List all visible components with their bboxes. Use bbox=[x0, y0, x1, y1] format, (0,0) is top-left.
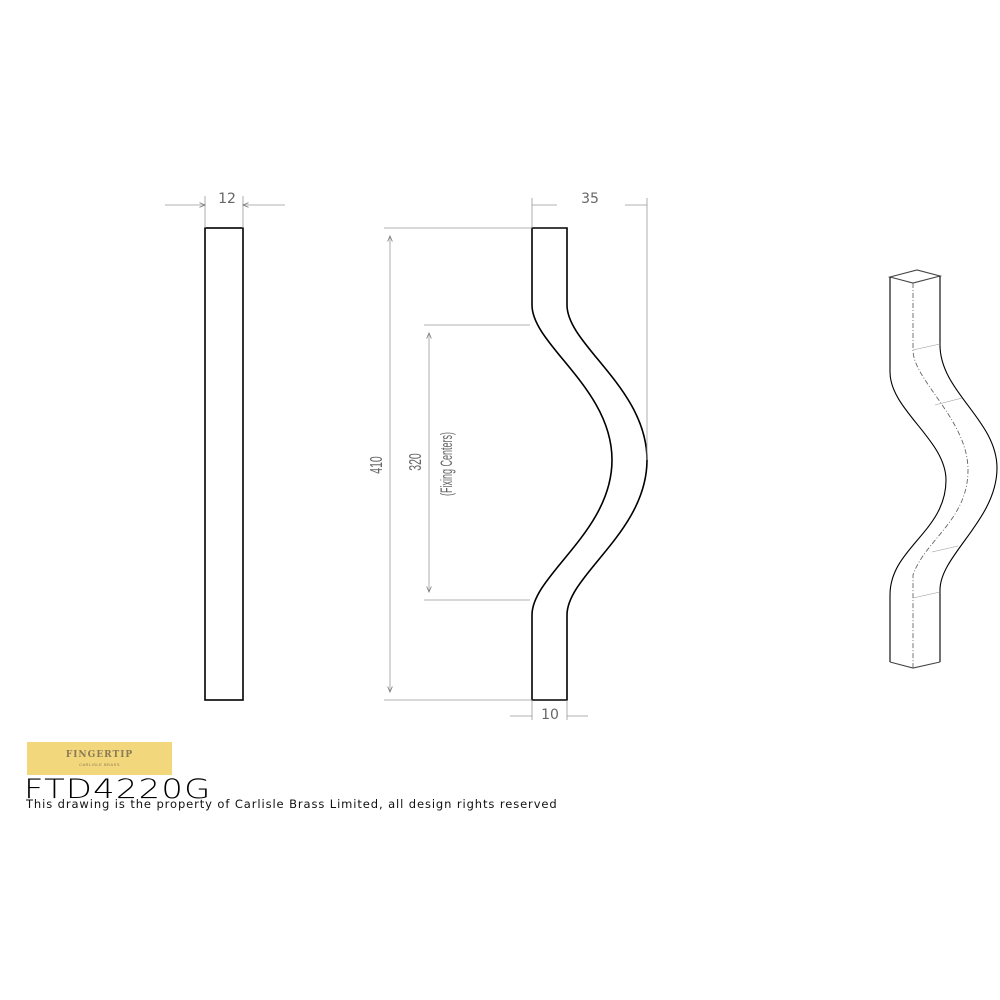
handle-profile bbox=[531, 227, 648, 701]
fixing-centers-label: (Fixing Centers) bbox=[437, 432, 456, 496]
copyright-note: This drawing is the property of Carlisle… bbox=[26, 797, 558, 811]
dimension-length bbox=[384, 227, 532, 701]
side-profile bbox=[204, 227, 244, 701]
dimension-label: 410 bbox=[367, 456, 387, 474]
dimension-depth bbox=[531, 198, 648, 460]
dimension-side-width bbox=[165, 196, 285, 228]
isometric-view bbox=[887, 269, 998, 669]
fingertip-logo: FINGERTIP CARLISLE BRASS bbox=[27, 742, 172, 775]
dimension-bar-width bbox=[510, 700, 588, 720]
dimension-label: 320 bbox=[406, 453, 426, 471]
dimension-fixing-centers bbox=[424, 324, 530, 601]
side-view: 12 bbox=[165, 191, 285, 701]
logo-sub: CARLISLE BRASS bbox=[78, 762, 120, 767]
product-code: FTD4220G bbox=[24, 774, 212, 805]
front-view: 35 410 320 (Fixing Centers) 10 bbox=[367, 191, 648, 723]
dimension-label: 12 bbox=[218, 191, 236, 207]
dimension-label: 35 bbox=[581, 191, 599, 207]
dimension-label: 10 bbox=[541, 707, 559, 723]
logo-brand: FINGERTIP bbox=[65, 750, 134, 760]
